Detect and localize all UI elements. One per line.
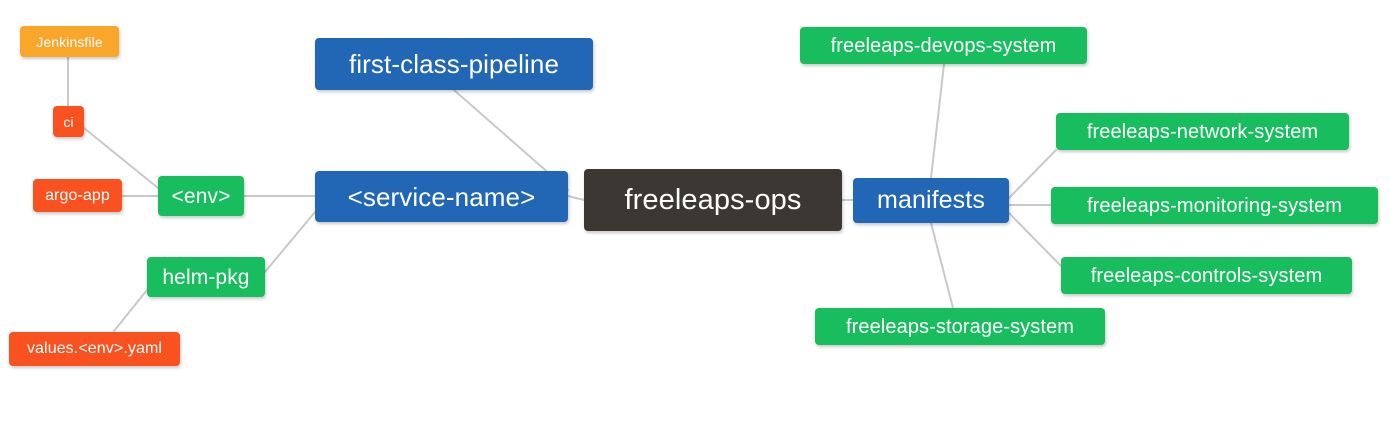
- node-label-pipeline: first-class-pipeline: [348, 49, 560, 79]
- node-label-controls: freeleaps-controls-system: [1090, 264, 1323, 287]
- node-storage[interactable]: freeleaps-storage-system: [815, 308, 1105, 345]
- node-jenkins[interactable]: Jenkinsfile: [20, 26, 119, 57]
- node-service[interactable]: <service-name>: [315, 171, 568, 222]
- node-env[interactable]: <env>: [158, 176, 244, 216]
- node-helm[interactable]: helm-pkg: [147, 257, 265, 297]
- node-ci[interactable]: ci: [53, 106, 84, 137]
- node-label-storage: freeleaps-storage-system: [845, 315, 1075, 338]
- node-root[interactable]: freeleaps-ops: [584, 169, 842, 231]
- node-label-helm: helm-pkg: [162, 265, 250, 289]
- node-monitoring[interactable]: freeleaps-monitoring-system: [1051, 187, 1378, 224]
- node-argo[interactable]: argo-app: [33, 179, 122, 212]
- node-controls[interactable]: freeleaps-controls-system: [1061, 257, 1352, 294]
- node-label-service: <service-name>: [347, 181, 536, 212]
- node-label-ci: ci: [63, 113, 74, 130]
- node-label-jenkins: Jenkinsfile: [36, 33, 103, 50]
- node-label-manifests: manifests: [877, 186, 985, 214]
- edge-manifests-to-network: [1008, 149, 1057, 199]
- node-label-devops: freeleaps-devops-system: [830, 34, 1057, 57]
- edge-service-to-helm: [264, 211, 316, 273]
- edge-root-to-service: [567, 195, 585, 201]
- node-network[interactable]: freeleaps-network-system: [1056, 113, 1349, 150]
- node-label-values: values.<env>.yaml: [26, 340, 163, 357]
- node-devops[interactable]: freeleaps-devops-system: [800, 27, 1087, 64]
- node-pipeline[interactable]: first-class-pipeline: [315, 38, 593, 90]
- edge-helm-to-values: [109, 289, 148, 337]
- node-values[interactable]: values.<env>.yaml: [9, 332, 180, 366]
- node-label-monitoring: freeleaps-monitoring-system: [1086, 194, 1342, 217]
- node-label-env: <env>: [171, 184, 231, 208]
- edge-manifests-to-storage: [930, 222, 954, 309]
- node-label-argo: argo-app: [45, 186, 110, 204]
- node-label-root: freeleaps-ops: [624, 183, 802, 216]
- node-manifests[interactable]: manifests: [853, 178, 1009, 223]
- edge-manifests-to-devops: [930, 63, 945, 179]
- node-label-network: freeleaps-network-system: [1086, 120, 1319, 143]
